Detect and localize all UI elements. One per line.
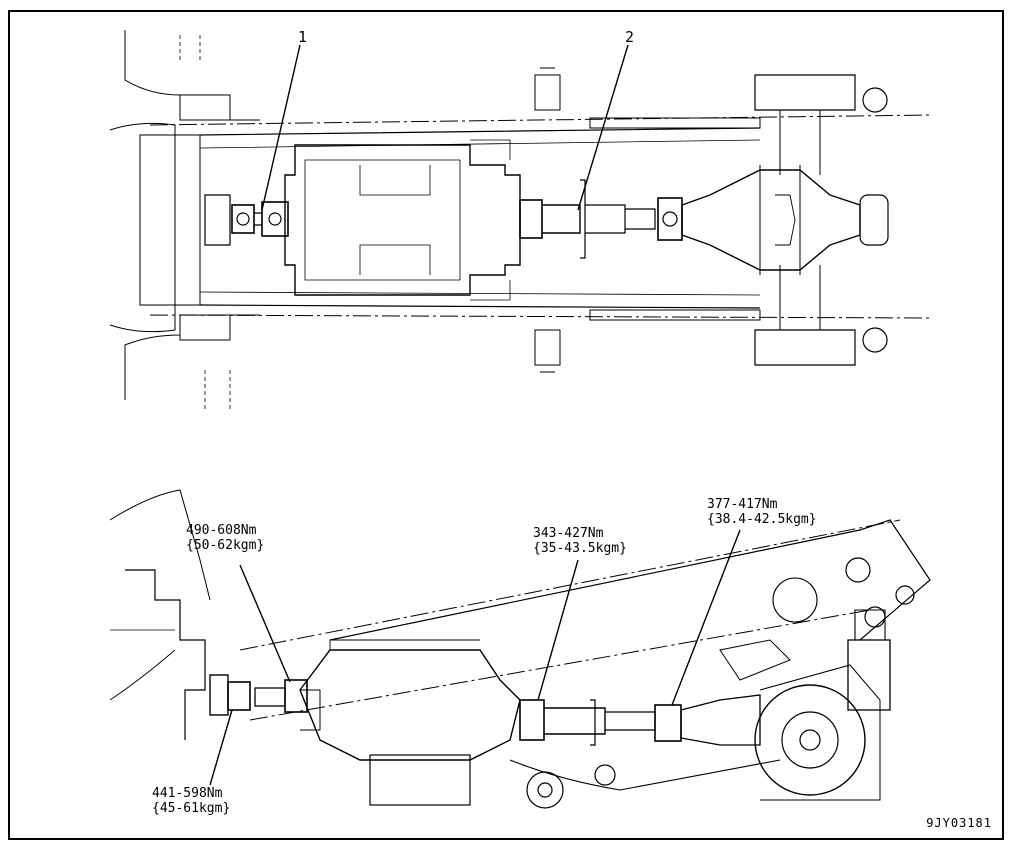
torque-490-label: 490-608Nm {50-62kgm}: [186, 523, 264, 553]
torque-343-kgm: {35-43.5kgm}: [533, 541, 627, 556]
drawing-frame: [8, 10, 1004, 840]
leader-441: [209, 709, 233, 786]
leader-item1: [261, 44, 301, 211]
leader-item2: [577, 44, 629, 211]
torque-441-kgm: {45-61kgm}: [152, 801, 231, 816]
torque-441-nm: 441-598Nm: [152, 786, 223, 801]
leader-377: [671, 529, 741, 706]
torque-343-label: 343-427Nm {35-43.5kgm}: [533, 526, 627, 556]
torque-377-kgm: {38.4-42.5kgm}: [707, 512, 817, 527]
torque-441-label: 441-598Nm {45-61kgm}: [152, 786, 230, 816]
leader-343: [537, 559, 579, 701]
torque-490-kgm: {50-62kgm}: [186, 538, 265, 553]
callout-1: 1: [298, 28, 308, 46]
figure-id: 9JY03181: [926, 816, 992, 830]
side-view: [109, 489, 931, 809]
torque-343-nm: 343-427Nm: [533, 526, 604, 541]
torque-377-nm: 377-417Nm: [707, 497, 778, 512]
callout-2: 2: [625, 28, 635, 46]
leader-490: [239, 564, 291, 683]
torque-377-label: 377-417Nm {38.4-42.5kgm}: [707, 497, 817, 527]
torque-490-nm: 490-608Nm: [186, 523, 257, 538]
top-view: [109, 30, 931, 410]
